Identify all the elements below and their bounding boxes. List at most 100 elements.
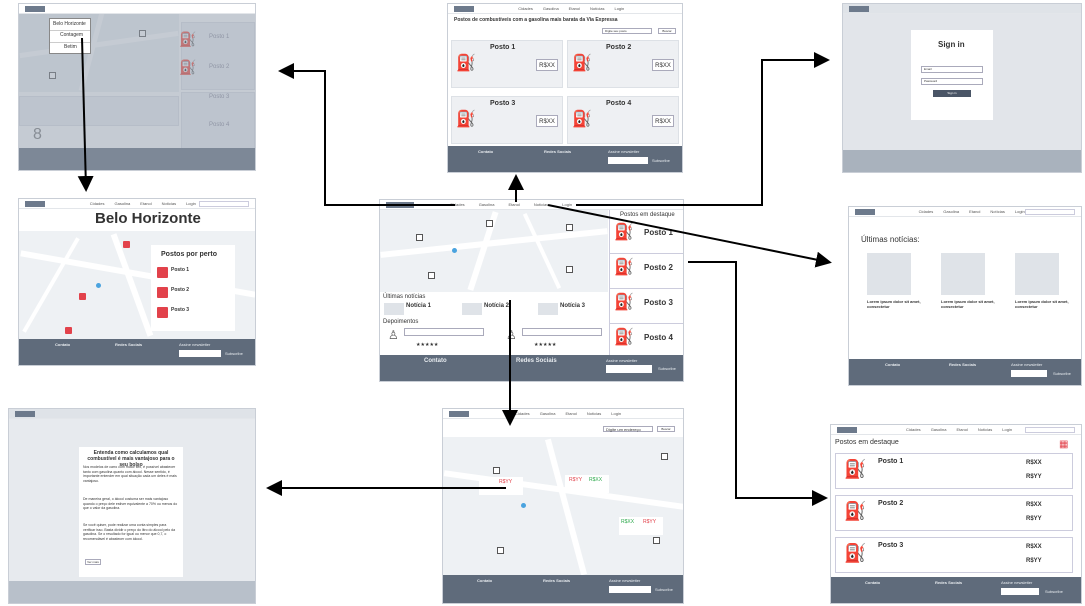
calendar-icon[interactable]: ▦ (1059, 439, 1069, 450)
price: R$YY (569, 477, 583, 483)
nav-noticias[interactable]: Notícias (977, 427, 993, 432)
page-title: Postos em destaque (835, 439, 899, 446)
search-input[interactable] (1025, 427, 1075, 433)
price: R$XX (589, 477, 603, 483)
search-button[interactable]: Buscar (658, 28, 676, 34)
dropdown-item[interactable]: Belo Horizonte (53, 21, 86, 27)
posto-row[interactable]: ⛽ Posto 3 R$XX R$YY (835, 537, 1073, 573)
fuel-pump-icon: ⛽ (572, 111, 592, 128)
posto-card[interactable]: Posto 2 ⛽ R$XX (567, 40, 679, 88)
gas-station-icon: ⛽ (614, 294, 634, 311)
nav-cidades[interactable]: Cidades (450, 202, 465, 207)
nav-etanol[interactable]: Etanol (565, 411, 577, 416)
posto-item[interactable]: ⛽ Posto 2 (610, 255, 683, 289)
gas-station-icon: ⛽ (614, 224, 634, 241)
posto-name[interactable]: Posto 1 (171, 267, 190, 273)
nav-noticias[interactable]: Notícias (586, 411, 602, 416)
nav-login[interactable]: Login (1014, 209, 1025, 214)
nav-noticias[interactable]: Notícias (533, 202, 549, 207)
depoimentos-title: Depoimentos (383, 319, 419, 325)
price: R$YY (643, 519, 657, 525)
gas-station-icon: ⛽ (614, 259, 634, 276)
address-input[interactable]: Digite um endereço (603, 426, 653, 432)
nav-bar: Cidades Gasolina Etanol Notícias Login (380, 200, 683, 210)
gas-station-icon: ⛽ (614, 329, 634, 346)
search-input[interactable] (199, 201, 249, 207)
nav-bar: Cidades Gasolina Etanol Notícias Login (443, 409, 683, 419)
price-tag[interactable]: R$YY R$XX (565, 475, 609, 493)
nav-etanol[interactable]: Etanol (140, 201, 152, 206)
nav-gasolina[interactable]: Gasolina (114, 201, 131, 206)
nav-login[interactable]: Login (562, 202, 573, 207)
subscribe-button[interactable]: Subscribe (652, 158, 670, 163)
search-input[interactable] (1025, 209, 1075, 215)
nav-gasolina[interactable]: Gasolina (542, 6, 559, 11)
nav-etanol[interactable]: Etanol (508, 202, 520, 207)
article-p2: De maneira geral, o álcool costuma ser m… (83, 497, 178, 510)
subscribe-button[interactable]: Subscribe (658, 366, 676, 371)
dropdown-item[interactable]: Contagem (60, 32, 84, 38)
password-field[interactable]: Password (921, 78, 983, 85)
posto-item[interactable]: ⛽ Posto 4 (610, 325, 683, 358)
nav-gasolina[interactable]: Gasolina (478, 202, 495, 207)
nav-gasolina[interactable]: Gasolina (930, 427, 947, 432)
email-field[interactable]: Email (921, 66, 983, 73)
noticia-title[interactable]: Notícia 2 (484, 303, 510, 309)
article-p1: Nos modelos de carro com motor flex, é p… (83, 465, 177, 483)
nav-noticias[interactable]: Notícias (590, 6, 605, 11)
nav-etanol[interactable]: Etanol (969, 209, 981, 214)
nav-cidades[interactable]: Cidades (518, 6, 533, 11)
price-tag[interactable]: R$XX R$YY (619, 517, 663, 535)
news-card-title[interactable]: Lorem ipsum dolor sit amet, consectetur (941, 299, 995, 309)
subscribe-button[interactable]: Subscribe (225, 351, 243, 356)
nav-gasolina[interactable]: Gasolina (539, 411, 556, 416)
nav-noticias[interactable]: Notícias (990, 209, 1005, 214)
nav-login[interactable]: Login (611, 411, 622, 416)
nav-etanol[interactable]: Etanol (568, 6, 581, 11)
search-button[interactable]: Buscar (657, 426, 675, 432)
dropdown-item[interactable]: Betim (64, 44, 77, 50)
posto-row[interactable]: ⛽ Posto 2 R$XX R$YY (835, 495, 1073, 531)
ver-mais-button[interactable]: Ver mais (85, 559, 101, 565)
nav-cidades[interactable]: Cidades (515, 411, 530, 416)
subscribe-button[interactable]: Subscribe (1053, 371, 1071, 376)
posto-item[interactable]: ⛽ Posto 1 (610, 220, 683, 254)
cidades-dropdown-menu: Belo Horizonte Contagem Betim (49, 18, 91, 54)
nav-bar (19, 4, 255, 14)
posto-card[interactable]: Posto 4 ⛽ R$XX (567, 96, 679, 144)
nav-noticias[interactable]: Notícias (161, 201, 177, 206)
subscribe-button[interactable]: Subscribe (1045, 589, 1063, 594)
posto-row[interactable]: ⛽ Posto 1 R$XX R$YY (835, 453, 1073, 489)
news-card-title[interactable]: Lorem ipsum dolor sit amet, consectetur (1015, 299, 1069, 309)
nav-cidades[interactable]: Cidades (918, 209, 934, 214)
posto-item[interactable]: ⛽ Posto 3 (610, 290, 683, 324)
nav-cidades[interactable]: Cidades (906, 427, 921, 432)
posto-card[interactable]: Posto 3 ⛽ R$XX (451, 96, 563, 144)
nav-login[interactable]: Login (614, 6, 625, 11)
price-tag[interactable]: R$YY (479, 477, 523, 495)
posto-card[interactable]: Posto 1 ⛽ R$XX (451, 40, 563, 88)
footer-redes: Redes Sociais (544, 149, 572, 154)
panel-title: Postos por perto (161, 251, 218, 258)
logo (837, 427, 857, 433)
footer-contato: Contato (478, 149, 494, 154)
screen-login: Sign in Email Password Sign in (842, 3, 1082, 173)
nav-bar: Cidades Gasolina Etanol Notícias Login (448, 4, 682, 14)
map: R$YY R$YY R$XX R$XX R$YY (443, 437, 683, 577)
nav-login[interactable]: Login (186, 201, 196, 206)
posto-name[interactable]: Posto 3 (171, 307, 190, 313)
nav-etanol[interactable]: Etanol (956, 427, 968, 432)
nav-login[interactable]: Login (1002, 427, 1013, 432)
gas-station-icon: ⛽ (844, 459, 867, 479)
user-icon: ♙ (388, 328, 399, 342)
noticia-title[interactable]: Notícia 1 (406, 303, 432, 309)
signin-button[interactable]: Sign in (933, 90, 971, 97)
subscribe-button[interactable]: Subscribe (655, 587, 673, 592)
noticia-title[interactable]: Notícia 3 (560, 303, 586, 309)
footer-redes: Redes Sociais (516, 358, 557, 364)
search-input[interactable]: Digite seu posto (602, 28, 652, 34)
news-card-title[interactable]: Lorem ipsum dolor sit amet, consectetur (867, 299, 921, 309)
nav-cidades[interactable]: Cidades (89, 201, 105, 206)
posto-name[interactable]: Posto 2 (171, 287, 190, 293)
nav-gasolina[interactable]: Gasolina (943, 209, 960, 214)
